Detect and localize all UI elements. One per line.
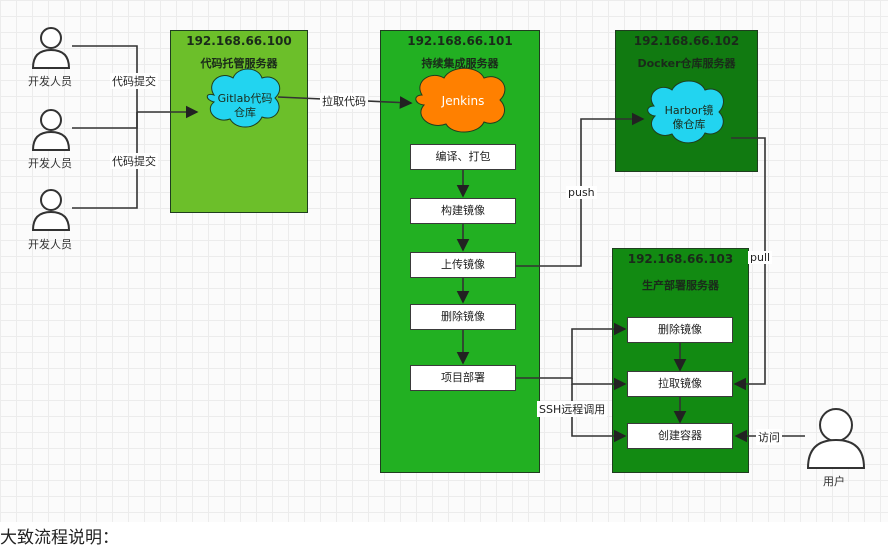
pull-code-label: 拉取代码 (320, 93, 368, 109)
push-label: push (566, 186, 597, 199)
gitlab-server-box: 192.168.66.100 代码托管服务器 (170, 30, 308, 213)
harbor-cloud-line-1: Harbor镜 (664, 104, 714, 117)
developer-icons (31, 27, 866, 469)
prod-server-ip: 192.168.66.103 (627, 252, 734, 266)
prod-server-title: 生产部署服务器 (642, 279, 719, 292)
prod-step-pull-image: 拉取镜像 (627, 371, 733, 397)
gitlab-server-title: 代码托管服务器 (200, 57, 278, 70)
ssh-arrow-2 (571, 377, 627, 391)
jenkins-cloud (415, 67, 506, 133)
harbor-cloud-line-2: 像仓库 (672, 118, 706, 131)
gitlab-cloud (206, 68, 281, 128)
docker-server-ip: 192.168.66.102 (633, 34, 740, 48)
jenkins-step-build-image: 构建镜像 (410, 198, 516, 224)
ssh-label: SSH远程调用 (537, 401, 608, 417)
person-icon (31, 189, 71, 231)
footer: 大致流程说明： (0, 522, 888, 548)
commit-label-2: 代码提交 (110, 153, 158, 169)
user-label: 用户 (823, 475, 845, 488)
person-icon (31, 109, 71, 151)
jenkins-server-title: 持续集成服务器 (421, 57, 499, 70)
harbor-cloud-label: Harbor镜 像仓库 (648, 104, 730, 132)
gitlab-cloud-line-1: Gitlab代码 (217, 92, 273, 105)
harbor-cloud (647, 80, 724, 144)
ssh-arrow-1 (515, 322, 627, 379)
dev3-connector (72, 112, 138, 209)
dev1-connector (72, 45, 138, 112)
commit-label-1: 代码提交 (110, 73, 158, 89)
developer-label: 开发人员 (28, 75, 72, 88)
user-person-icon (806, 408, 866, 469)
visit-label: 访问 (756, 429, 782, 445)
dev2-connector (72, 112, 138, 129)
jenkins-step-upload-image: 上传镜像 (410, 252, 516, 278)
gitlab-server-ip: 192.168.66.100 (186, 34, 292, 48)
jenkins-step-compile: 编译、打包 (410, 144, 516, 170)
developer-label: 开发人员 (28, 157, 72, 170)
person-icon (31, 27, 71, 69)
prod-step-delete-image: 删除镜像 (627, 317, 733, 343)
docker-server-title: Docker仓库服务器 (637, 57, 736, 70)
jenkins-server-ip: 192.168.66.101 (407, 34, 513, 48)
gitlab-cloud-line-2: 仓库 (234, 106, 256, 119)
jenkins-cloud-label: Jenkins (441, 94, 485, 108)
prod-step-create-container: 创建容器 (627, 423, 733, 449)
developer-label: 开发人员 (28, 238, 72, 251)
pull-label: pull (748, 251, 773, 264)
gitlab-cloud-label: Gitlab代码 仓库 (206, 92, 284, 120)
jenkins-step-deploy: 项目部署 (410, 365, 516, 391)
jenkins-step-delete-image: 删除镜像 (410, 304, 516, 330)
connectors-layer (31, 27, 866, 469)
footer-heading: 大致流程说明： (0, 528, 119, 548)
